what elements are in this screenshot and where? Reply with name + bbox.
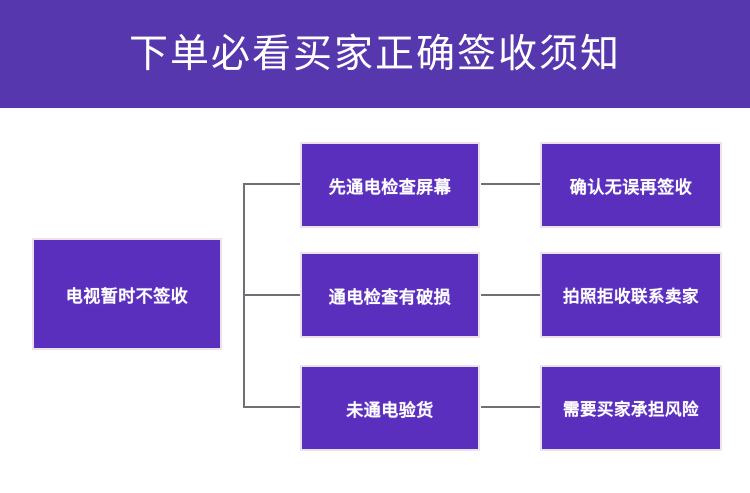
node-branch-1-condition: 先通电检查屏幕: [300, 142, 480, 228]
node-branch-1-condition-label: 先通电检查屏幕: [328, 177, 452, 197]
node-branch-3-condition-label: 未通电验货: [346, 400, 434, 420]
page-title: 下单必看买家正确签收须知: [128, 32, 621, 76]
node-branch-1-outcome-label: 确认无误再签收: [569, 177, 693, 197]
connector-root-to-branch-1: [243, 183, 301, 185]
node-root-label: 电视暂时不签收: [65, 286, 189, 306]
connector-root-to-branch-2: [243, 294, 301, 296]
node-branch-2-condition-label: 通电检查有破损: [328, 287, 452, 307]
node-branch-3-outcome: 需要买家承担风险: [540, 365, 722, 451]
connector-root-to-branch-3: [243, 406, 301, 408]
node-branch-2-condition: 通电检查有破损: [300, 252, 480, 338]
connector-branch-3-to-outcome-3: [481, 406, 541, 408]
header-banner: 下单必看买家正确签收须知: [0, 0, 750, 108]
node-root: 电视暂时不签收: [32, 238, 222, 350]
connector-branch-1-to-outcome-1: [481, 183, 541, 185]
node-branch-2-outcome: 拍照拒收联系卖家: [540, 252, 722, 338]
node-branch-1-outcome: 确认无误再签收: [540, 142, 722, 228]
node-branch-3-condition: 未通电验货: [300, 365, 480, 451]
connector-branch-2-to-outcome-2: [481, 294, 541, 296]
node-branch-3-outcome-label: 需要买家承担风险: [563, 401, 699, 419]
node-branch-2-outcome-label: 拍照拒收联系卖家: [563, 288, 699, 306]
